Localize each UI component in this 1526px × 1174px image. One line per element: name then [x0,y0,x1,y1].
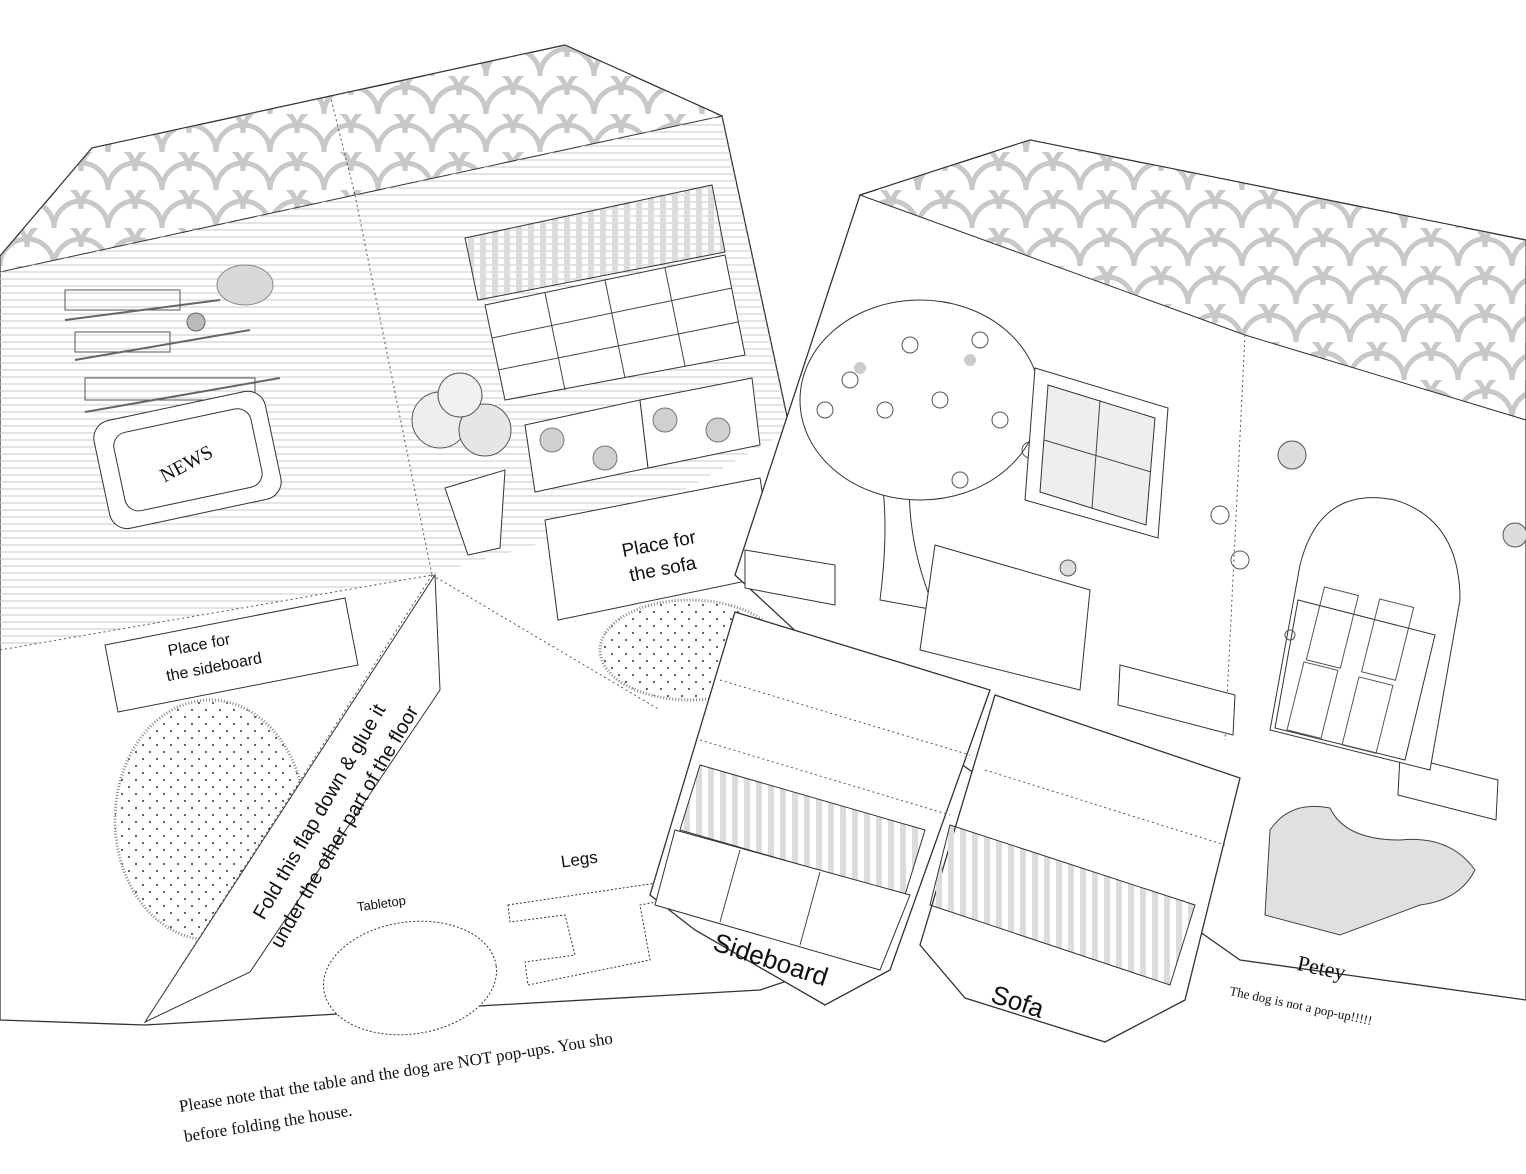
rose-icon [592,445,618,471]
sideboard-cabinet [654,829,911,971]
rose-icon [652,407,678,433]
note-line1: Please note that the table and the dog a… [178,1029,614,1116]
front-door [1269,497,1461,771]
bird-icon [854,362,866,374]
muffin-lamp-icon [1502,522,1526,548]
bookshelf [64,264,281,413]
rose-icon [705,417,731,443]
right-house-sheet: Petey The dog is not a pop-up!!!!! [734,139,1526,1028]
right-roof [858,139,1526,421]
muffin-lamp-icon [1277,440,1307,470]
dog-note: The dog is not a pop-up!!!!! [1228,983,1373,1028]
tabletop-label: Tabletop [356,893,407,915]
rose-icon [539,427,565,453]
sofa-pillows [524,377,761,493]
legs-shape [507,877,696,986]
bench [919,544,1091,691]
flower-fence-icon [744,549,1499,821]
butterfly-icon [1210,505,1230,525]
fold-flap [143,573,441,1024]
dog-icon [1264,805,1476,936]
cat-icon [216,264,274,306]
bird-icon [964,354,976,366]
tabletop-shape [322,920,498,1036]
left-window [464,184,746,401]
right-window [1024,367,1169,539]
legs-label: Legs [560,848,599,872]
yarn-ball-icon [186,312,206,332]
teddy-bear-icon [1059,559,1077,577]
potted-plant-icon [411,372,512,556]
apple-tree-icon [799,299,1041,611]
news-sign: NEWS [93,390,282,530]
butterfly-icon [1230,550,1250,570]
